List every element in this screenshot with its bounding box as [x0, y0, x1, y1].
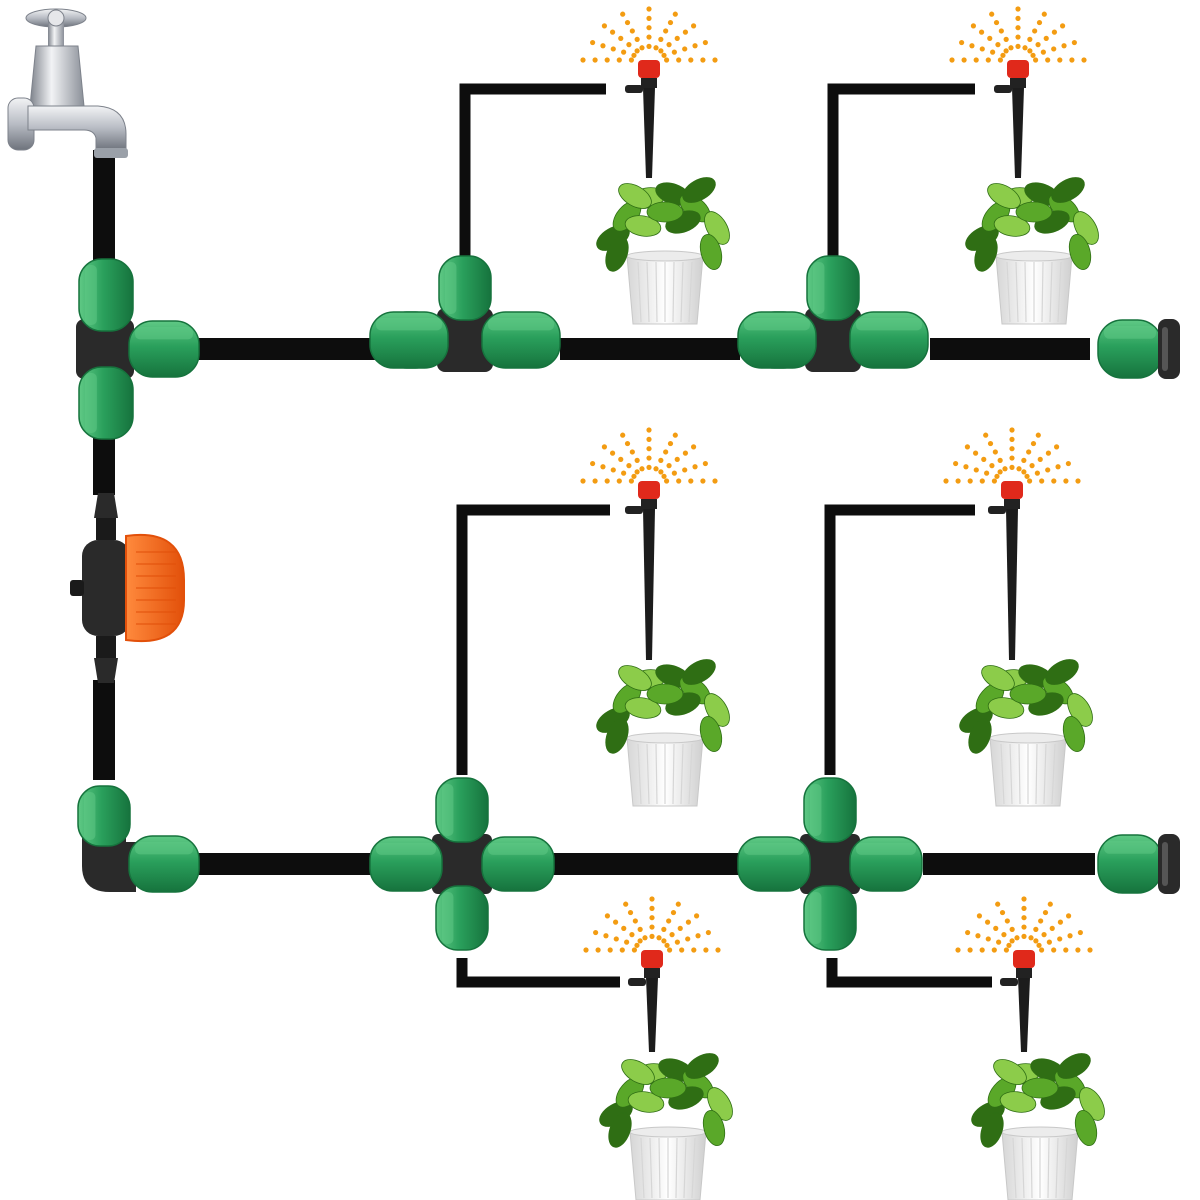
spray-icon: [949, 6, 1087, 63]
micro-tube: [459, 83, 606, 268]
micro-tube: [456, 504, 610, 775]
tubing-layer: [93, 83, 1095, 988]
main-tube: [930, 338, 1090, 360]
potted-basil-icon: [596, 659, 730, 807]
end-cap-icon: [1097, 834, 1180, 894]
fittings-layer: [7, 6, 1180, 1200]
cross-connector-icon: [737, 777, 923, 951]
spray-icon: [943, 427, 1081, 484]
spray-icon: [580, 6, 718, 63]
dripper-stake-icon: [949, 6, 1099, 325]
elbow-connector-icon: [77, 785, 200, 893]
main-tube: [192, 338, 378, 360]
spray-icon: [955, 896, 1093, 953]
main-tube: [560, 338, 740, 360]
tee-connector-icon: [369, 255, 561, 372]
dripper-stake-icon: [580, 6, 730, 325]
micro-tube: [826, 958, 992, 988]
main-tube: [923, 853, 1095, 875]
end-cap-icon: [1097, 319, 1180, 379]
main-tube: [93, 438, 115, 495]
main-tube: [93, 150, 115, 262]
dripper-stake-icon: [580, 427, 730, 807]
micro-tube: [827, 83, 975, 268]
main-tube: [93, 680, 115, 780]
spray-icon: [583, 896, 721, 953]
tee-connector-icon: [737, 255, 929, 372]
potted-basil-icon: [599, 1053, 733, 1200]
potted-basil-icon: [965, 177, 1099, 325]
tee-connector-icon: [76, 258, 200, 440]
dripper-stake-icon: [583, 896, 733, 1200]
potted-basil-icon: [971, 1053, 1105, 1200]
spray-icon: [580, 427, 718, 484]
main-tube: [195, 853, 378, 875]
dripper-stake-icon: [943, 427, 1093, 807]
faucet-icon: [7, 8, 128, 158]
main-tube: [553, 853, 742, 875]
valve-icon: [70, 493, 185, 683]
potted-basil-icon: [959, 659, 1093, 807]
micro-tube: [824, 504, 975, 775]
potted-basil-icon: [596, 177, 730, 325]
cross-connector-icon: [369, 777, 555, 951]
dripper-stake-icon: [955, 896, 1105, 1200]
micro-tube: [456, 958, 620, 988]
